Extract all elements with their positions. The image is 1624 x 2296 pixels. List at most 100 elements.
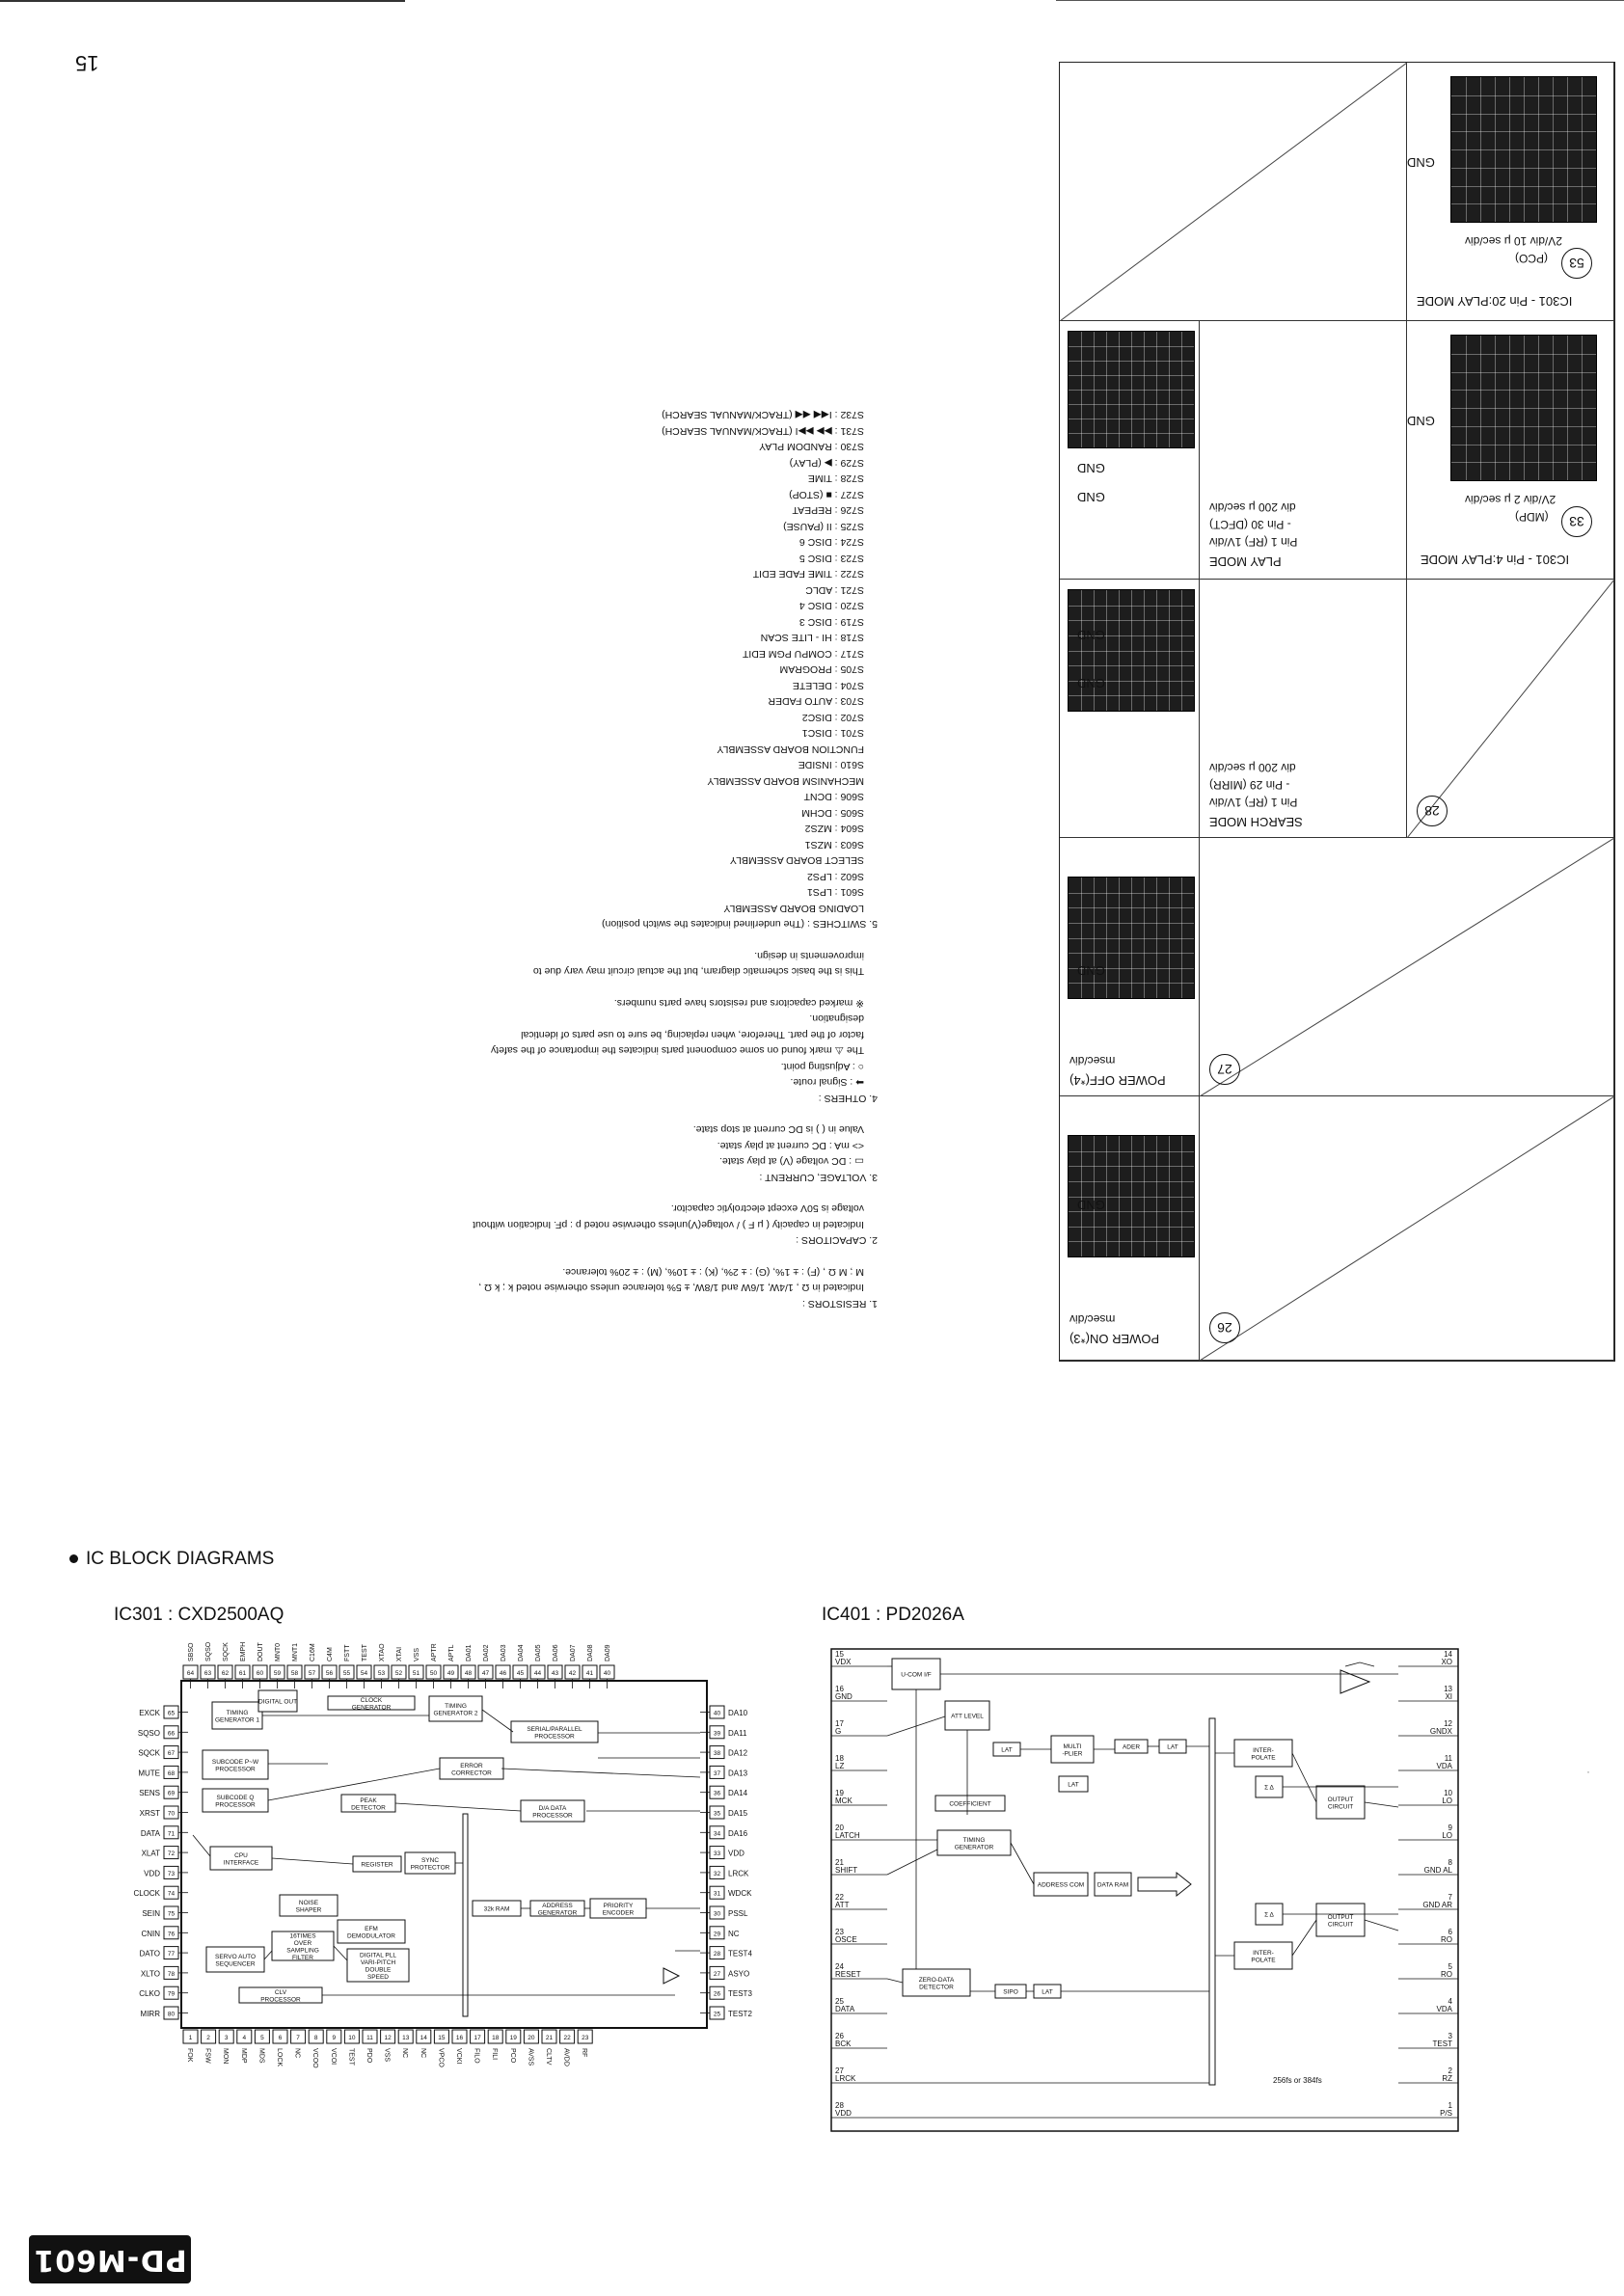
scope-gridline — [1069, 404, 1194, 405]
scope-image — [1450, 335, 1597, 481]
wave-signal: - Pin 29 (MIRR) — [1209, 778, 1290, 792]
ic401-block-box — [902, 1968, 971, 1997]
ic401-block: ATT LEVEL — [951, 1714, 984, 1720]
wave-scale: 2V/div 2 μ sec/div — [1465, 493, 1556, 506]
pin-label: ASYO — [728, 1969, 749, 1978]
ic301-block: PEAK — [360, 1797, 377, 1804]
scope-gridline — [1069, 680, 1194, 682]
top-rule — [0, 0, 405, 2]
ic301-block-box — [327, 1695, 416, 1711]
scope-gridline — [1156, 1136, 1157, 1256]
note-line: S728 : TIME — [807, 473, 864, 485]
scope-image — [1068, 331, 1195, 448]
scope-gridline — [1106, 590, 1107, 711]
pin-number: 9 — [332, 2035, 336, 2041]
pin-label: DATO — [140, 1950, 160, 1958]
wave-title: IC301 - Pin 4:PLAY MODE — [1421, 553, 1570, 567]
pin-number: 77 — [168, 1951, 176, 1958]
ic301-block: ERROR — [460, 1763, 483, 1769]
logo-text: PD-M601 — [33, 2243, 187, 2277]
pin-number: 12 — [1444, 1719, 1452, 1728]
ic301-block: VARI-PITCH — [361, 1959, 396, 1966]
scope-gridline — [1451, 353, 1596, 355]
pin-box — [505, 2029, 522, 2044]
scope-image — [1450, 76, 1597, 223]
wave-signal: Pin 1 (RF) 1V/div — [1209, 535, 1298, 549]
scope-gridline — [1538, 77, 1539, 222]
pin-label: DA11 — [728, 1729, 747, 1738]
pin-label: CLTV — [545, 2048, 552, 2066]
pin-label: FOK — [186, 2048, 193, 2063]
pin-number: 11 — [1445, 1754, 1453, 1763]
pin-box — [254, 2029, 270, 2044]
pin-label: DATA — [141, 1829, 161, 1838]
pin-label: EXCK — [139, 1709, 160, 1717]
note-line — [260, 932, 878, 948]
gnd-label: GND — [1407, 155, 1435, 170]
pin-number: 52 — [395, 1670, 403, 1677]
pin-number: 64 — [187, 1670, 195, 1677]
pin-number: 49 — [447, 1670, 455, 1677]
model-logo: PD-M601 — [29, 2235, 191, 2283]
wave-signal: (PCO) — [1515, 252, 1548, 265]
pin-number: 55 — [343, 1670, 351, 1677]
pin-number: 25 — [835, 1997, 844, 2006]
note-line — [260, 1185, 878, 1201]
pin-number: 66 — [168, 1730, 176, 1737]
ic401-block-box — [1058, 1775, 1089, 1793]
ic301-block: REGISTER — [361, 1862, 393, 1869]
ic401-block: SIPO — [1003, 1989, 1018, 1996]
oscillator-symbol — [1340, 1669, 1371, 1694]
ic401-block-box — [934, 1795, 1006, 1812]
ic401-block: LAT — [1068, 1782, 1078, 1789]
note-line: ○ : Adjusting point. — [780, 1061, 864, 1072]
ic301-block-box — [337, 1919, 406, 1944]
pin-number: 36 — [714, 1791, 721, 1797]
note-line: 3. VOLTAGE, CURRENT : — [759, 1172, 878, 1183]
section-title: IC BLOCK DIAGRAMS — [69, 1549, 274, 1570]
arrow-symbol — [1137, 1871, 1192, 1898]
note-line — [260, 1106, 878, 1121]
ic301-block-box — [209, 1846, 273, 1871]
note-line — [260, 980, 878, 995]
pin-number: 5 — [1448, 1962, 1453, 1971]
scope-gridline — [1069, 907, 1194, 909]
ic401-block: U-COM I/F — [901, 1672, 931, 1679]
ic301-block-box — [202, 1788, 269, 1813]
pin-label: LRCK — [835, 2074, 856, 2083]
ic301-block: CLV — [275, 1989, 287, 1996]
pin-number: 60 — [257, 1670, 264, 1677]
pin-label: AVSS — [527, 2048, 533, 2066]
internal-wire — [1291, 1752, 1317, 1803]
scope-gridline — [1131, 878, 1132, 998]
pin-number: 4 — [1448, 1997, 1453, 2006]
pin-label: VPCO — [437, 2048, 444, 2067]
scope-gridline — [1567, 77, 1568, 222]
scope-gridline — [1069, 1241, 1194, 1243]
pin-number: 20 — [835, 1823, 844, 1832]
chip-body — [830, 1648, 1459, 2132]
pin-number: 7 — [1448, 1893, 1453, 1902]
note-line: S601 : LPS1 — [807, 886, 864, 899]
ic301-block: INTERFACE — [224, 1859, 259, 1866]
pin-label: SEIN — [142, 1909, 160, 1918]
ic301-block-diagram: 64SBSO63SQSO62SQCK61EMPH60DOUT59MNT058MN… — [133, 1642, 752, 2068]
ic301-block: PROTECTOR — [411, 1864, 450, 1871]
scope-gridline — [1069, 953, 1194, 955]
pin-label: MIRR — [141, 2010, 161, 2018]
ic401-block: Σ Δ — [1264, 1912, 1274, 1919]
pin-box — [326, 2029, 342, 2044]
note-line: ※ marked capacitors and resistors have p… — [613, 997, 864, 1009]
pin-number: 1 — [189, 2035, 193, 2041]
pin-label: GND AR — [1422, 1901, 1452, 1909]
ic401-block: MULTI — [1063, 1743, 1081, 1750]
pin-number: 22 — [563, 2035, 571, 2041]
scope-gridline — [1069, 1180, 1194, 1182]
pin-label: SHIFT — [835, 1866, 857, 1875]
ic301-block: SUBCODE Q — [216, 1795, 254, 1801]
scope-gridline — [1081, 590, 1082, 711]
pin-label: DATA — [835, 2005, 855, 2013]
wave-scale: div 200 μ sec/div — [1209, 500, 1296, 514]
pin-number: 33 — [714, 1850, 721, 1857]
pin-label: TEST — [362, 1643, 368, 1661]
